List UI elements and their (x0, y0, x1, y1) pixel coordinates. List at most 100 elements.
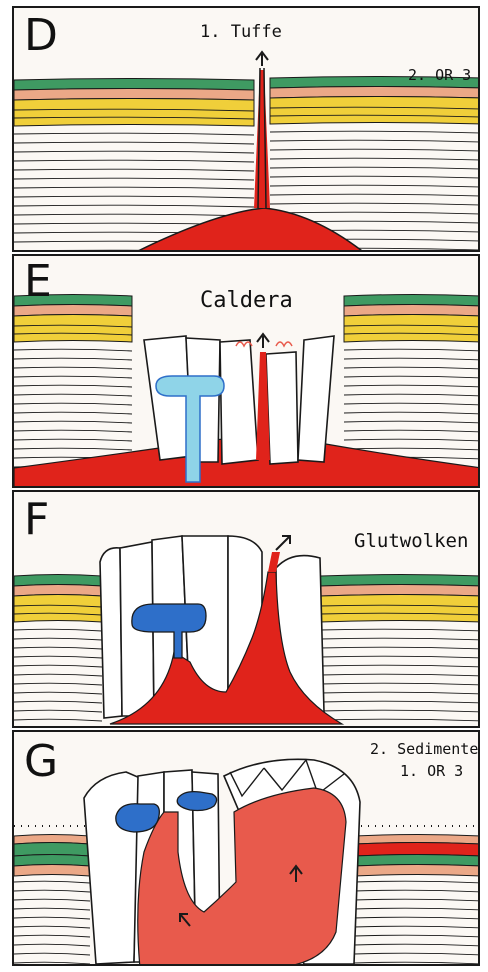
stratum-line (320, 719, 480, 721)
stratum-line (344, 403, 480, 405)
stratum-line (344, 376, 480, 378)
stratum-line (270, 212, 480, 214)
stratum-line (354, 944, 480, 946)
stratum-line (270, 194, 480, 196)
yellow-layer (320, 595, 480, 623)
yellow-layer (14, 99, 254, 127)
label-caldera: Caldera (200, 290, 293, 312)
panel-g: G 2. Sedimente 1. OR 3 (12, 730, 480, 966)
eruption-arrow (256, 52, 268, 66)
stratum-line (344, 358, 480, 360)
ignimbrite-layer (354, 843, 480, 857)
stratum-line (320, 647, 480, 649)
panel-d: D 1. Tuffe 2. OR 3 (12, 6, 480, 252)
stratum-line (344, 421, 480, 423)
stratum-line (14, 899, 90, 901)
stratum-line (14, 665, 102, 667)
stratum-line (14, 412, 132, 414)
yellow-layer (14, 315, 132, 343)
stratum-line (14, 683, 102, 685)
panel-letter: F (24, 498, 49, 542)
stratum-line (14, 908, 90, 910)
stratum-line (320, 656, 480, 658)
stratum-line (320, 683, 480, 685)
stratum-line (344, 439, 480, 441)
stratum-line (14, 448, 132, 450)
label-or3: 2. OR 3 (408, 68, 471, 83)
stratum-line (14, 881, 90, 883)
stratum-line (14, 638, 102, 640)
stratum-line (14, 358, 132, 360)
stratum-line (354, 962, 480, 964)
stratum-line (14, 349, 132, 351)
stratum-line (14, 187, 254, 189)
stratum-line (14, 926, 90, 928)
stratum-line (14, 962, 90, 964)
stratum-line (14, 890, 90, 892)
stratum-line (270, 203, 480, 205)
strata-right (354, 826, 480, 964)
stratum-line (344, 430, 480, 432)
stratum-line (344, 394, 480, 396)
stratum-line (270, 158, 480, 160)
central-vent (254, 70, 270, 208)
strata-left (14, 575, 102, 729)
stratum-line (14, 719, 102, 721)
yellow-layer (270, 97, 480, 125)
stratum-line (354, 908, 480, 910)
yellow-layer (14, 595, 102, 623)
stratum-line (14, 376, 132, 378)
stratum-line (354, 899, 480, 901)
stratum-line (270, 176, 480, 178)
glow-cloud-arrow (276, 536, 290, 550)
stratum-line (14, 647, 102, 649)
stratum-line (14, 133, 254, 135)
stratum-line (14, 656, 102, 658)
panel-letter: D (24, 14, 58, 58)
panel-e: E Caldera (12, 254, 480, 488)
yellow-layer (344, 315, 480, 343)
stratum-line (320, 701, 480, 703)
stratum-line (14, 205, 254, 207)
panel-letter: G (24, 740, 58, 784)
panel-letter: E (24, 260, 52, 304)
salmon-layer (14, 865, 90, 877)
stratum-line (320, 665, 480, 667)
stratum-line (14, 214, 254, 216)
stratum-line (320, 674, 480, 676)
stratum-line (14, 250, 254, 252)
stratum-line (14, 394, 132, 396)
stratum-line (14, 196, 254, 198)
intrusion (116, 804, 160, 832)
stratum-line (354, 881, 480, 883)
stratum-line (14, 944, 90, 946)
stratum-line (354, 926, 480, 928)
stratum-line (354, 953, 480, 955)
stratum-line (14, 701, 102, 703)
stratum-line (344, 385, 480, 387)
stratum-line (344, 448, 480, 450)
stratum-line (14, 629, 102, 631)
intrusion-2 (177, 792, 216, 811)
stratum-line (14, 367, 132, 369)
stratum-line (354, 935, 480, 937)
stratum-line (14, 439, 132, 441)
stratum-line (14, 421, 132, 423)
stratum-line (344, 349, 480, 351)
stratum-line (320, 692, 480, 694)
stratum-line (14, 169, 254, 171)
stratum-line (14, 674, 102, 676)
stratum-line (14, 692, 102, 694)
salmon-layer (354, 865, 480, 877)
strata-right (320, 575, 480, 729)
stratum-line (14, 403, 132, 405)
label-tuffe: 1. Tuffe (200, 24, 282, 41)
stratum-line (320, 629, 480, 631)
strata-left (14, 826, 90, 964)
stratum-line (14, 178, 254, 180)
stratum-line (270, 167, 480, 169)
stratum-line (320, 710, 480, 712)
panel-f-drawing (14, 492, 480, 728)
stratum-line (344, 367, 480, 369)
